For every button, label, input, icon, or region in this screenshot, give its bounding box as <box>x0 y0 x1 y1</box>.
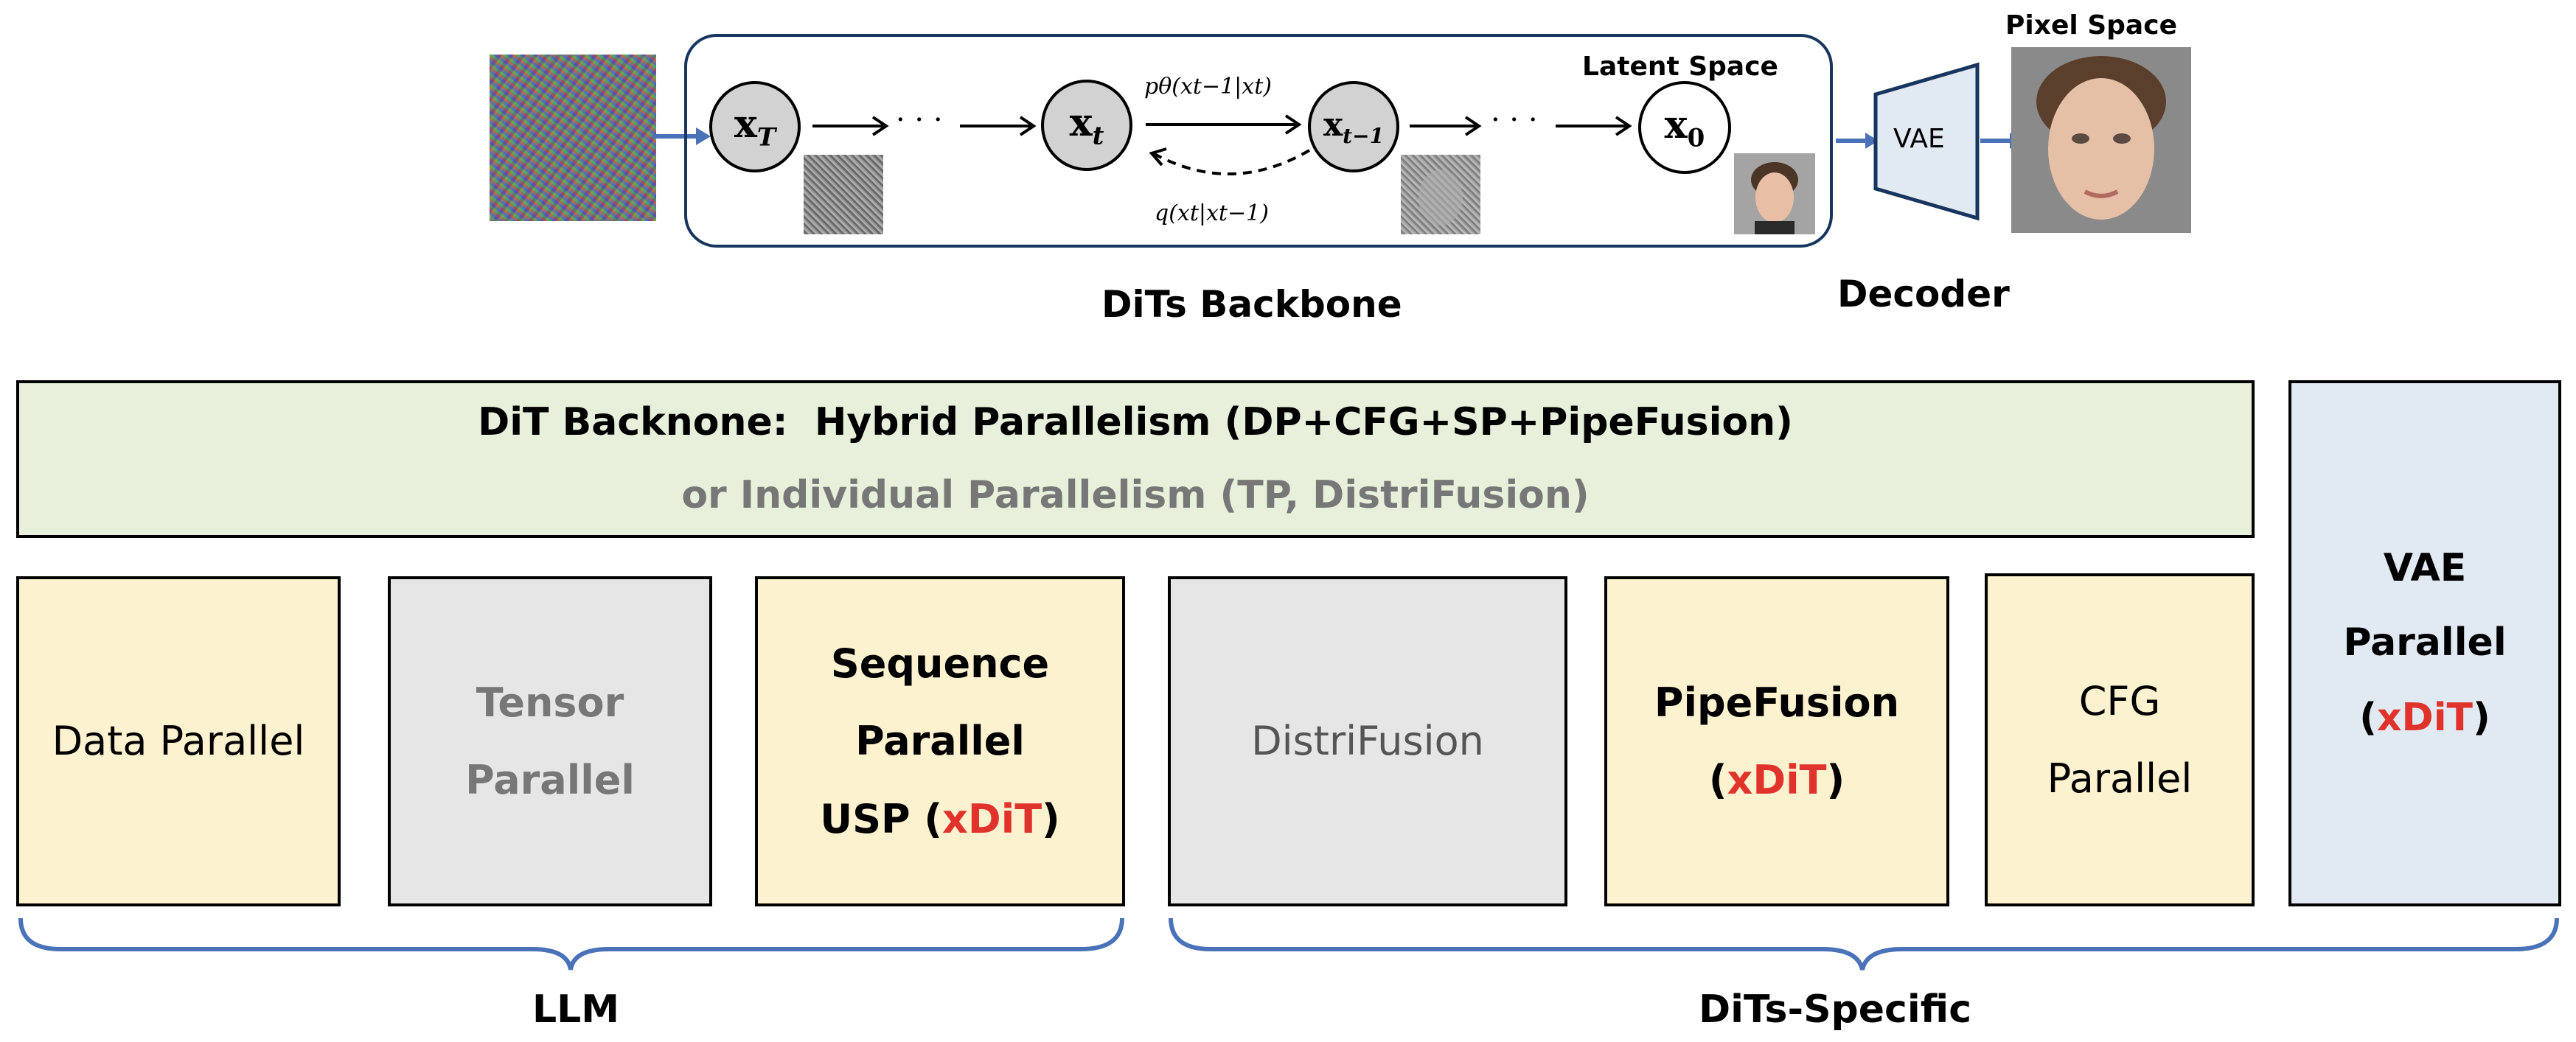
node-xt: xt <box>1041 80 1132 171</box>
node-x0: x0 <box>1638 81 1731 174</box>
vae-decoder-shape <box>1873 62 1980 221</box>
noise-input-image <box>490 55 656 221</box>
vae-parallel-box: VAE Parallel (xDiT) <box>2288 380 2561 906</box>
node-xt-minus-1: xt−1 <box>1308 81 1399 172</box>
llm-brace <box>18 917 1124 971</box>
arrow-xT-to-dots <box>812 116 889 136</box>
xT-noise-thumbnail <box>804 155 883 234</box>
green-bar-line-2: or Individual Parallelism (TP, DistriFus… <box>681 473 1590 517</box>
input-arrow <box>653 127 711 145</box>
arrow-dots-to-x0 <box>1556 116 1632 136</box>
dits-backbone-heading: DiTs Backbone <box>1101 283 1402 326</box>
ellipsis-2: · · · <box>1491 103 1538 137</box>
dits-specific-label: DiTs-Specific <box>1699 987 1972 1032</box>
decoder-heading: Decoder <box>1837 273 2010 315</box>
data-parallel-box: Data Parallel <box>16 576 341 906</box>
arrow-dots-to-xt <box>960 116 1037 136</box>
pixel-face-image <box>2011 47 2191 233</box>
node-xT: xT <box>709 81 801 172</box>
tensor-parallel-box: Tensor Parallel <box>388 576 712 906</box>
vae-label: VAE <box>1893 124 1945 154</box>
q-label: q(xt|xt−1) <box>1155 200 1269 226</box>
p-theta-label: pθ(xt−1|xt) <box>1144 74 1272 99</box>
dits-specific-brace <box>1169 917 2559 971</box>
arrow-reverse-denoise <box>1146 114 1302 135</box>
sequence-parallel-box: Sequence Parallel USP (xDiT) <box>755 576 1125 906</box>
pipefusion-box: PipeFusion (xDiT) <box>1604 576 1949 906</box>
llm-label: LLM <box>532 987 620 1032</box>
cfg-parallel-box: CFG Parallel <box>1985 573 2255 906</box>
dits-backbone-frame <box>684 34 1833 248</box>
latent-face-thumbnail <box>1734 153 1815 234</box>
arrow-to-vae <box>1836 133 1879 149</box>
latent-space-label: Latent Space <box>1582 52 1778 82</box>
ellipsis-1: · · · <box>896 103 943 137</box>
xt-minus-1-thumbnail <box>1401 155 1480 234</box>
arrow-xt1-to-dots <box>1410 116 1482 136</box>
dit-backbone-parallelism-bar: DiT Backnone: Hybrid Parallelism (DP+CFG… <box>16 380 2255 538</box>
pixel-space-label: Pixel Space <box>2005 10 2177 41</box>
arrow-forward-noise-dashed <box>1149 147 1311 175</box>
green-bar-line-1: DiT Backnone: Hybrid Parallelism (DP+CFG… <box>478 400 1793 445</box>
distrifusion-box: DistriFusion <box>1168 576 1567 906</box>
